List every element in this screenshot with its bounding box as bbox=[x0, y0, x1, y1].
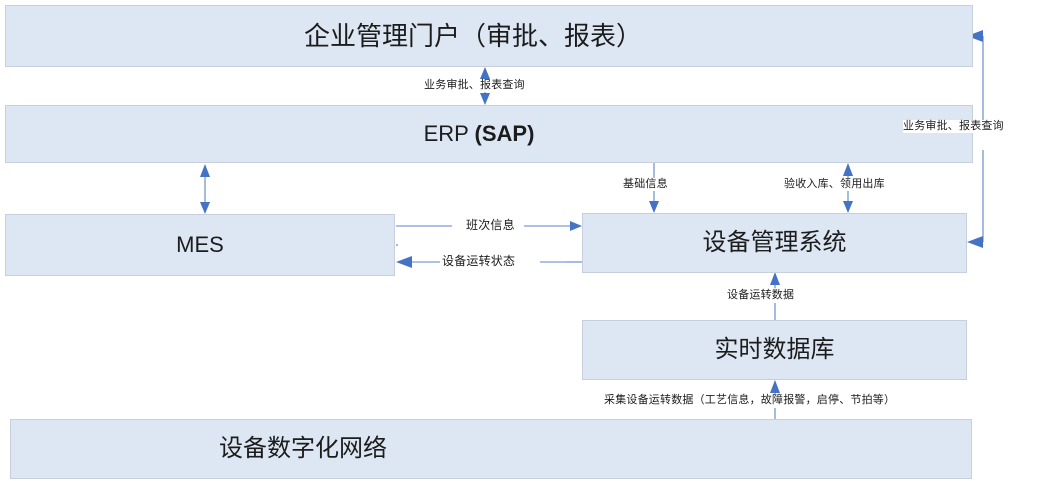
node-equipment-digital-network-label: 设备数字化网络 bbox=[219, 434, 387, 462]
edge-label-portal-erp: 业务审批、报表查询 bbox=[424, 79, 525, 93]
node-erp[interactable]: ERP (SAP) bbox=[5, 105, 973, 163]
node-enterprise-portal-label: 企业管理门户（审批、报表） bbox=[303, 20, 642, 51]
node-erp-label: ERP (SAP) bbox=[423, 120, 535, 146]
node-equipment-management-system[interactable]: 设备管理系统 bbox=[582, 213, 967, 273]
node-equipment-digital-network[interactable]: 设备数字化网络 bbox=[10, 419, 972, 479]
edge-label-right-bus: 业务审批、报表查询 bbox=[903, 120, 1004, 134]
node-realtime-database[interactable]: 实时数据库 bbox=[582, 320, 967, 380]
node-erp-label-system: (SAP) bbox=[474, 120, 535, 146]
edge-label-inbound-outbound: 验收入库、领用出库 bbox=[784, 178, 885, 192]
edge-label-equipment-run-data: 设备运转数据 bbox=[727, 289, 795, 303]
node-equipment-management-system-label: 设备管理系统 bbox=[702, 228, 847, 256]
node-realtime-database-label: 实时数据库 bbox=[714, 335, 835, 363]
node-mes-label: MES bbox=[176, 231, 224, 257]
node-enterprise-portal[interactable]: 企业管理门户（审批、报表） bbox=[5, 5, 973, 67]
edge-label-equipment-status: 设备运转状态 bbox=[442, 254, 516, 269]
edge-label-basic-info: 基础信息 bbox=[623, 178, 668, 192]
node-mes[interactable]: MES bbox=[5, 214, 395, 276]
connector-erp-mes bbox=[200, 164, 210, 214]
edge-label-collect-run-data: 采集设备运转数据（工艺信息，故障报警，启停、节拍等） bbox=[604, 394, 896, 408]
node-erp-label-main: ERP bbox=[423, 120, 475, 146]
edge-label-shift-info: 班次信息 bbox=[466, 218, 515, 233]
